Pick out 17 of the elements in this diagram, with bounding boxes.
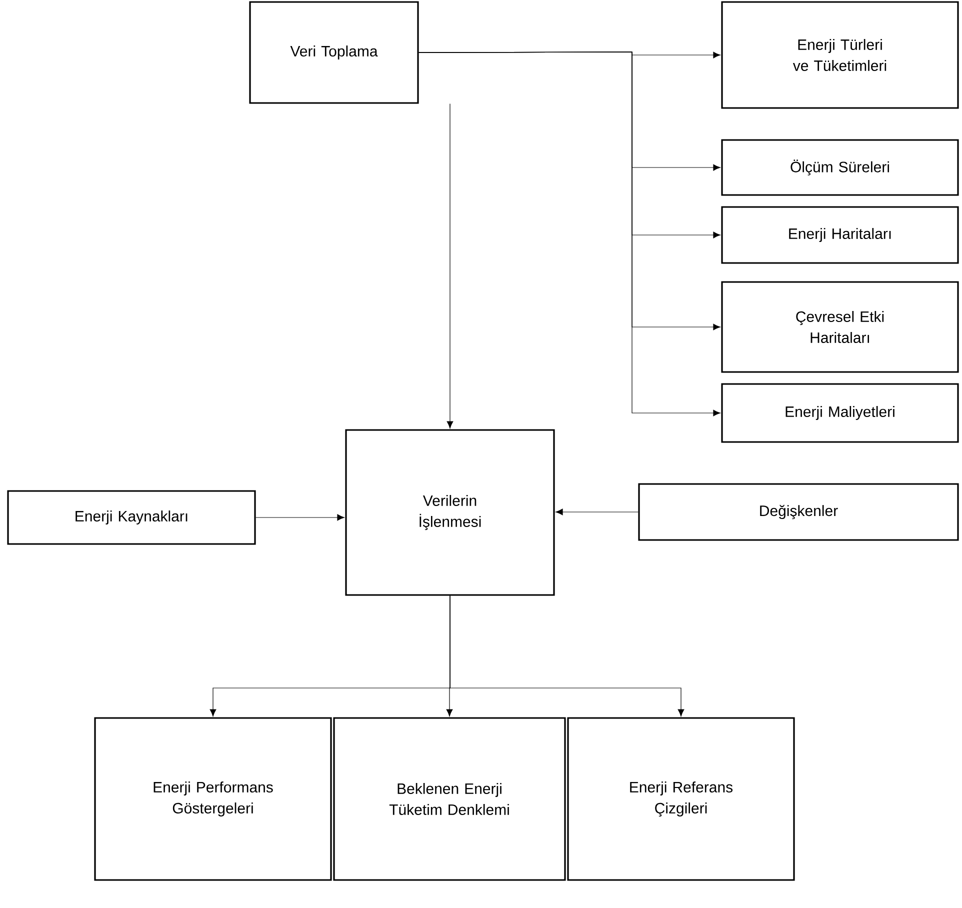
process-box: Ölçüm Süreleri: [721, 139, 959, 196]
process-box: Enerji Referans Çizgileri: [567, 717, 795, 881]
arrow: [256, 514, 344, 521]
arrow: [418, 52, 720, 416]
process-box: Çevresel Etki Haritaları: [721, 281, 959, 373]
process-box: Enerji Kaynakları: [7, 490, 256, 545]
process-box: Enerji Türleri ve Tüketimleri: [721, 1, 959, 109]
process-box: Verilerin İşlenmesi: [345, 429, 555, 596]
process-box: Enerji Maliyetleri: [721, 383, 959, 443]
process-box: Veri Toplama: [249, 1, 419, 104]
arrow: [450, 596, 684, 716]
process-box: Değişkenler: [638, 483, 959, 541]
arrow: [446, 104, 454, 428]
process-box: Enerji Haritaları: [721, 206, 959, 264]
process-box: Beklenen Enerji Tüketim Denklemi: [333, 717, 566, 881]
arrow: [556, 508, 638, 516]
process-box: Enerji Performans Göstergeleri: [94, 717, 332, 881]
